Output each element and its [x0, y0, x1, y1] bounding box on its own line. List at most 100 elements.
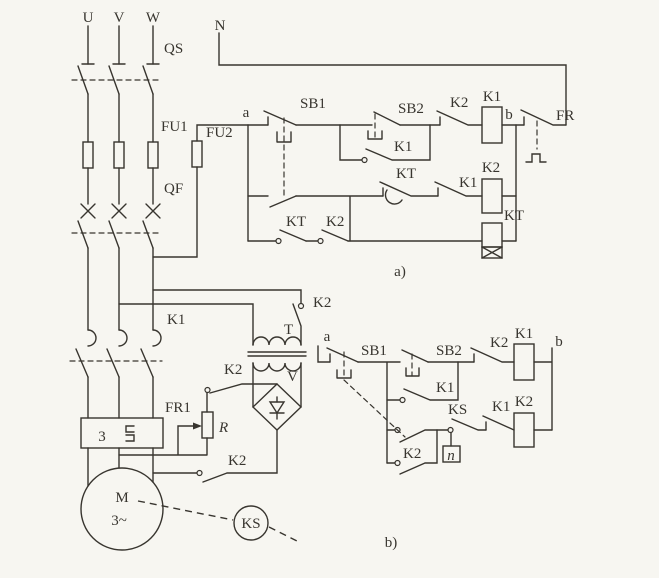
phase-w-label: W: [146, 10, 161, 26]
fr1-poles-label: 3: [98, 429, 106, 445]
mechanical-link-dashed: [343, 379, 406, 438]
caption-b-label: b): [385, 535, 398, 551]
sb1-linked-no-contact-b: [386, 426, 449, 443]
k1-aux-circuit-b-label: K1: [436, 380, 454, 396]
core-icon: [247, 351, 307, 357]
sb1-circuit-a-label: SB1: [300, 96, 326, 112]
pushbutton-actuator-icon: [336, 369, 352, 379]
k2-no-contact-label: K2: [326, 214, 344, 230]
rectifier-v-label: V: [287, 369, 298, 385]
rheostat-r-label: R: [218, 420, 228, 436]
kt-coil: [481, 222, 503, 259]
bus-b2-vertical: [533, 347, 553, 431]
ks-speed-contact-b: [442, 418, 487, 463]
kt-no-contact-label: KT: [286, 214, 306, 230]
k1-coil-a: [481, 106, 503, 144]
k1-selfhold-contact: [339, 124, 431, 164]
three-phase-rails: [87, 25, 154, 419]
sb1-stop-button-b: [326, 347, 406, 438]
k1-nc-contact-b: [482, 415, 515, 431]
wiper-arrow-icon: [193, 422, 202, 430]
transformer-t-symbol: [118, 289, 307, 408]
speed-relay-ks-label: KS: [241, 516, 260, 532]
k1-nc-circuit-b-label: K1: [492, 399, 510, 415]
fuse-fu2-label: FU2: [206, 125, 233, 141]
k2-transformer-contact-label: K2: [313, 295, 331, 311]
node-b-circuit-a-label: b: [505, 107, 513, 123]
motor-m-symbol: [80, 467, 164, 551]
thermal-element-icon: [525, 153, 547, 163]
qs-knife-switch: [71, 63, 163, 95]
secondary-winding-icon: [252, 362, 302, 372]
k1-aux-circuit-a-label: K1: [394, 139, 412, 155]
ks-contact-b-label: KS: [448, 402, 467, 418]
k2-nc-contact-b: [470, 347, 515, 363]
k1-coil-b: [513, 343, 535, 381]
fuses-fu1: [82, 141, 159, 169]
time-delay-icon: [384, 189, 403, 205]
k1-nc-circuit-a-label: K1: [459, 175, 477, 191]
sb1-stop-button: [263, 110, 297, 199]
kt-timed-nc-contact: [379, 181, 439, 205]
dc-braking-wiring: [118, 383, 278, 483]
primary-winding-icon: [252, 336, 302, 346]
k2-selfhold-b-label: K2: [403, 446, 421, 462]
k2-dc-upper-contact-symbol: [204, 383, 278, 413]
motor-leads: [87, 447, 154, 487]
speed-n-box-icon: [442, 445, 461, 463]
node-b-circuit-b-label: b: [555, 334, 563, 350]
k1-coil-circuit-a-label: K1: [483, 89, 501, 105]
caption-a-label: a): [394, 264, 406, 280]
rectifier-v-symbol: [251, 383, 303, 431]
k2-nc-contact-a: [436, 110, 483, 126]
neutral-rail: [218, 32, 567, 126]
overload-fr1-label: FR1: [165, 400, 191, 416]
k2-coil-circuit-a-label: K2: [482, 160, 500, 176]
fr1-overload-relay: [80, 417, 164, 449]
node-a-circuit-b-label: a: [324, 329, 331, 345]
sb1-circuit-b-label: SB1: [361, 343, 387, 359]
k2-selfhold-contact-b: [386, 429, 438, 475]
kt-timed-contact-label: KT: [396, 166, 416, 182]
motor-m-label: M: [115, 490, 128, 506]
speed-n-box-label: n: [447, 448, 455, 464]
sb2-circuit-a-label: SB2: [398, 101, 424, 117]
fu2-control-fuse: [152, 124, 269, 258]
breaker-qf-label: QF: [164, 181, 183, 197]
k2-coil-circuit-b-label: K2: [515, 394, 533, 410]
k2-dc-lower-contact-symbol: [152, 429, 278, 483]
k2-no-contact: [305, 229, 349, 245]
k2-dc-lower-contact-label: K2: [228, 453, 246, 469]
pushbutton-actuator-icon: [276, 131, 292, 143]
k1-selfhold-contact-b: [386, 361, 459, 404]
control-circuit-a: [247, 106, 567, 259]
node-a-circuit-a-label: a: [243, 105, 250, 121]
qs-switch-label: QS: [164, 41, 183, 57]
k1-main-contacts: [69, 329, 163, 378]
motor-shaft-link: [137, 500, 298, 542]
k2-nc-circuit-a-label: K2: [450, 95, 468, 111]
heater-element-icon: [125, 425, 135, 442]
phase-u-label: U: [83, 10, 94, 26]
k2-dc-upper-contact-label: K2: [224, 362, 242, 378]
pushbutton-actuator-icon: [367, 130, 383, 140]
time-relay-icon: [481, 246, 503, 259]
k1-coil-circuit-b-label: K1: [515, 326, 533, 342]
k2-nc-circuit-b-label: K2: [490, 335, 508, 351]
sb2-start-button-b: [401, 349, 429, 377]
k2-coil-a: [481, 178, 503, 214]
neutral-n-label: N: [215, 18, 226, 34]
fuse-fu1-label: FU1: [161, 119, 188, 135]
fr-thermal-contact: [520, 109, 567, 163]
kt-no-contact: [247, 229, 307, 245]
ks-speed-relay-symbol: [233, 505, 269, 541]
diode-icon: [268, 396, 286, 420]
k2-coil-b: [513, 412, 535, 448]
control-circuit-b: [317, 343, 553, 475]
phase-v-label: V: [114, 10, 125, 26]
sb2-circuit-b-label: SB2: [436, 343, 462, 359]
sb2-start-button: [367, 111, 401, 140]
